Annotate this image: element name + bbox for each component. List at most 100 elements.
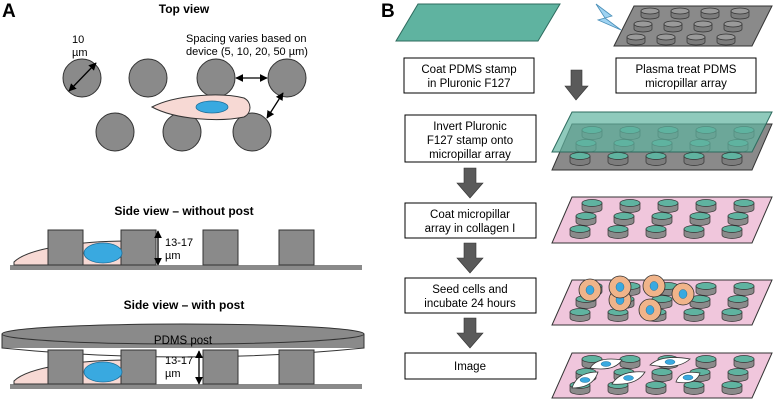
pillar-cylinder-top bbox=[651, 368, 673, 376]
pillar-cylinder-top bbox=[721, 381, 743, 389]
cell-nucleus bbox=[585, 285, 595, 295]
pillar-cylinder-top bbox=[730, 7, 750, 15]
pillar-cylinder-top bbox=[619, 355, 641, 363]
top-view-title: Top view bbox=[159, 2, 210, 16]
pillar-cylinder-top bbox=[656, 33, 676, 41]
nucleus-side bbox=[83, 242, 123, 264]
pillar-side bbox=[47, 229, 84, 266]
side-without-title: Side view – without post bbox=[114, 204, 253, 218]
pillar-top-2 bbox=[128, 58, 168, 98]
side-with-title: Side view – with post bbox=[124, 298, 245, 312]
pillar-cylinder-top bbox=[727, 295, 749, 303]
pillar-cylinder-top bbox=[686, 33, 706, 41]
pillar-side bbox=[278, 349, 315, 385]
seeded-cells bbox=[578, 274, 695, 322]
step-collagen-line1: Coat micropillar bbox=[430, 209, 510, 221]
nucleus-top bbox=[195, 100, 229, 114]
pillar-cylinder-top bbox=[700, 7, 720, 15]
pillar-cylinder-top bbox=[619, 199, 641, 207]
substrate bbox=[10, 265, 362, 270]
pillar-cylinder-top bbox=[657, 199, 679, 207]
substrate bbox=[10, 384, 362, 389]
cell-nucleus bbox=[600, 361, 612, 367]
diameter-label-value: 10 bbox=[72, 34, 84, 46]
pillar-cylinder-top bbox=[683, 308, 705, 316]
pillar-cylinder-top bbox=[727, 368, 749, 376]
panel-a-letter: A bbox=[2, 1, 16, 22]
cell-nucleus bbox=[682, 374, 694, 381]
height-label-value: 13-17 bbox=[165, 237, 193, 249]
nucleus-side bbox=[83, 361, 123, 383]
pillar-cylinder-top bbox=[569, 225, 591, 233]
step-box: Seed cells and incubate 24 hours bbox=[404, 277, 537, 314]
post-label: PDMS post bbox=[154, 335, 213, 347]
pillar-cylinder-top bbox=[683, 152, 705, 160]
pillar-cylinder-top bbox=[581, 199, 603, 207]
pillar-cylinder-top bbox=[645, 225, 667, 233]
pillar-cylinder-top bbox=[575, 212, 597, 220]
pillar-cylinder-top bbox=[693, 20, 713, 28]
pillar-cylinder-top bbox=[716, 33, 736, 41]
side-view-with-post: Side view – with post PDMS post 13-17 µm bbox=[1, 298, 365, 389]
step-plasma-line1: Plasma treat PDMS bbox=[636, 64, 737, 76]
height-label-unit: µm bbox=[165, 250, 181, 262]
pillar-cylinder-top bbox=[721, 225, 743, 233]
down-arrow-icon bbox=[456, 317, 484, 349]
panel-b-letter: B bbox=[381, 1, 395, 22]
cell-nucleus bbox=[645, 305, 655, 315]
step-box: Coat PDMS stamp in Pluronic F127 bbox=[403, 57, 535, 94]
step-invert-line1: Invert Pluronic bbox=[433, 121, 507, 133]
cell-nucleus bbox=[678, 289, 688, 299]
pillar-side bbox=[120, 349, 157, 385]
pillar-top-3 bbox=[196, 58, 236, 98]
double-arrow-icon bbox=[266, 92, 284, 119]
step-coat-stamp-line2: in Pluronic F127 bbox=[427, 78, 510, 90]
top-view: Top view 10 µm Spacing varies based on d… bbox=[62, 2, 308, 152]
step-seed-line2: incubate 24 hours bbox=[424, 298, 516, 310]
step-collagen-line2: array in collagen I bbox=[425, 223, 516, 235]
side-view-without-post: Side view – without post 13-17 µm bbox=[10, 204, 362, 270]
pillar-side bbox=[202, 349, 239, 385]
step-box: Plasma treat PDMS micropillar array bbox=[615, 57, 757, 94]
height-label-unit: µm bbox=[165, 368, 181, 380]
cell-nucleus bbox=[579, 377, 591, 383]
height-label-value: 13-17 bbox=[165, 355, 193, 367]
pillar-cylinder-top bbox=[569, 308, 591, 316]
pillar-top-4 bbox=[267, 58, 307, 98]
pillar-cylinder-top bbox=[613, 212, 635, 220]
step-invert-line3: micropillar array bbox=[429, 149, 511, 161]
pillar-cylinder-top bbox=[607, 225, 629, 233]
pillar-side bbox=[202, 229, 239, 266]
pillar-side bbox=[278, 229, 315, 266]
spread-cells bbox=[571, 357, 701, 389]
cell-nucleus bbox=[615, 282, 625, 292]
pillar-cylinder-top bbox=[633, 20, 653, 28]
inverted-stamp bbox=[551, 111, 773, 153]
pillar-cylinder-top bbox=[663, 20, 683, 28]
pillar-cylinder-top bbox=[733, 199, 755, 207]
step-seed-line1: Seed cells and bbox=[432, 284, 507, 296]
pillar-grid bbox=[626, 7, 750, 46]
pillar-cylinder-top bbox=[569, 152, 591, 160]
pillar-cylinder-top bbox=[727, 212, 749, 220]
plasma-bolt-icon bbox=[595, 3, 622, 31]
pillar-cylinder-top bbox=[607, 152, 629, 160]
step-box: Invert Pluronic F127 stamp onto micropil… bbox=[404, 114, 537, 163]
cell-nucleus bbox=[649, 281, 659, 291]
pillar-cylinder-top bbox=[651, 212, 673, 220]
pillar-cylinder-top bbox=[581, 355, 603, 363]
pillar-cylinder-top bbox=[721, 152, 743, 160]
cell-nucleus bbox=[664, 359, 676, 365]
pillar-cylinder-top bbox=[695, 199, 717, 207]
pillar-cylinder-top bbox=[645, 152, 667, 160]
pillar-side bbox=[120, 229, 157, 266]
pillar-cylinder-top bbox=[733, 355, 755, 363]
pillar-cylinder-top bbox=[683, 225, 705, 233]
down-arrow-icon bbox=[456, 167, 484, 199]
step-box: Image bbox=[404, 352, 537, 380]
pillar-cylinder-top bbox=[695, 282, 717, 290]
pillar-cylinder-top bbox=[670, 7, 690, 15]
step-box: Coat micropillar array in collagen I bbox=[404, 202, 537, 239]
pillar-top-5 bbox=[95, 112, 135, 152]
pillar-cylinder-top bbox=[683, 381, 705, 389]
